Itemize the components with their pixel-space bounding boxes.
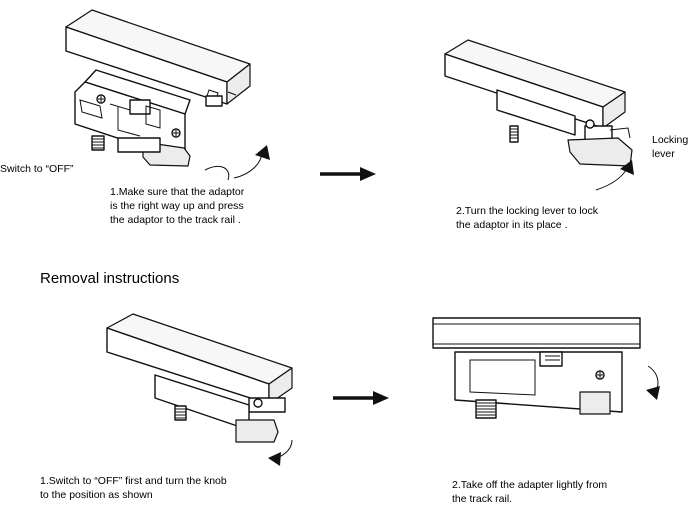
removal-step-2: 2.Take off the adapter lightly from the … <box>452 479 608 505</box>
install-step-1: 1.Make sure that the adaptor is the righ… <box>110 186 245 226</box>
install-step-2: 2.Turn the locking lever to lock the ada… <box>456 205 599 231</box>
switch-off-label: Switch to “OFF” <box>0 163 74 175</box>
locking-lever-label: Locking lever <box>652 134 689 160</box>
removal-heading: Removal instructions <box>40 270 180 287</box>
removal-step-1: 1.Switch to “OFF” first and turn the kno… <box>40 475 227 501</box>
